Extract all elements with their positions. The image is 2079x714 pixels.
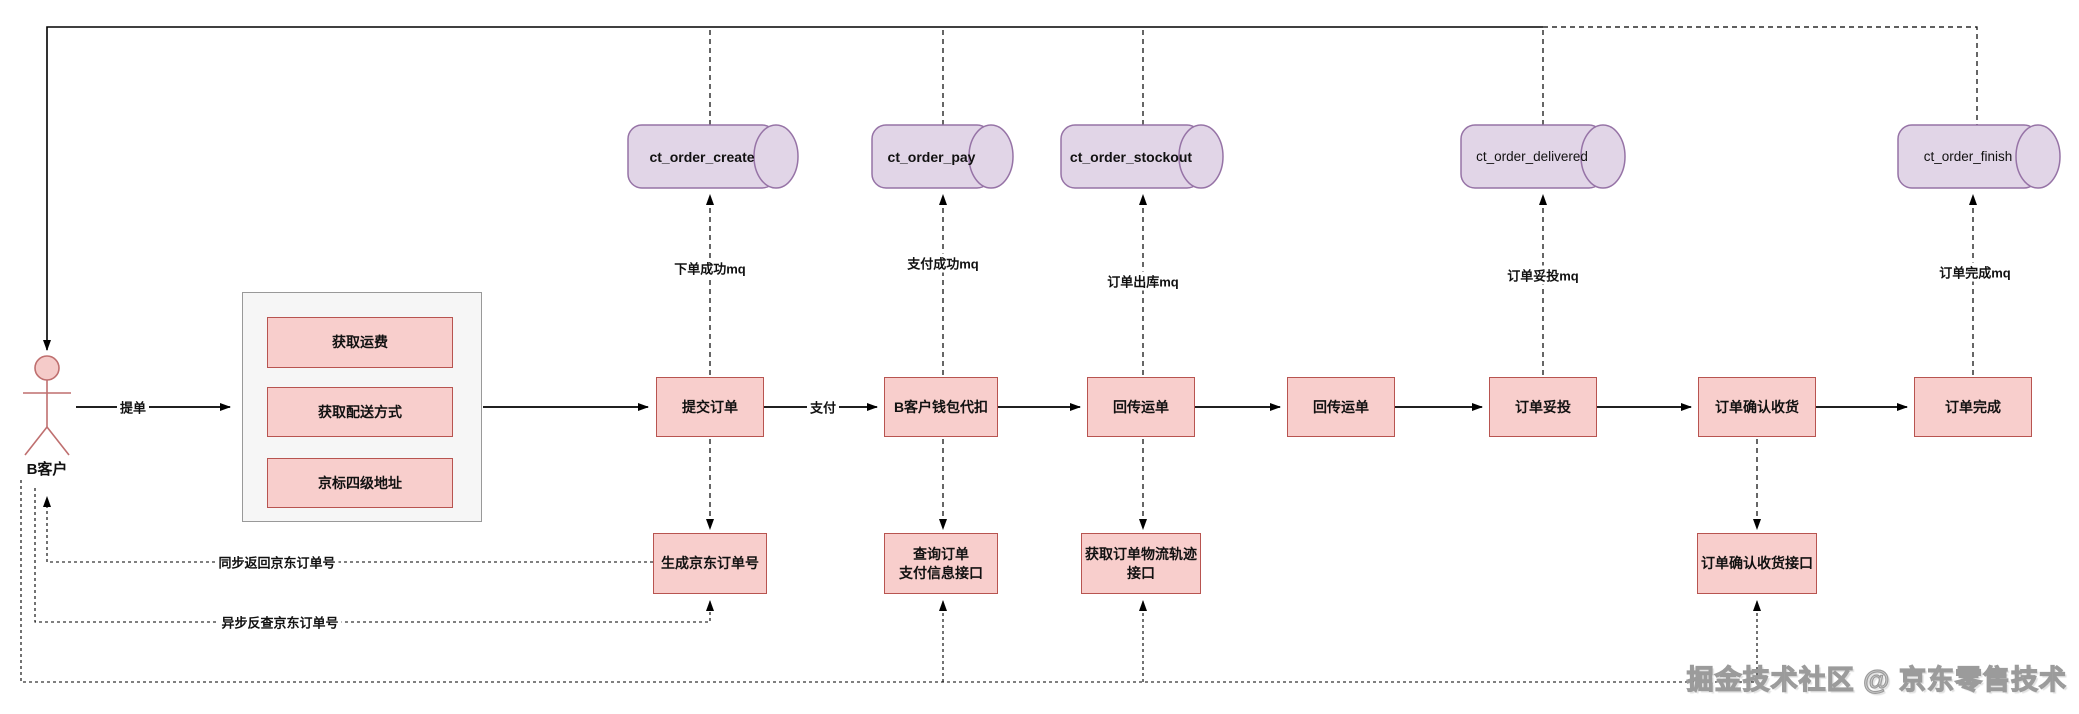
- pre-order-step-delivery: 获取配送方式: [267, 387, 453, 437]
- queue-name-create: ct_order_create: [649, 148, 755, 165]
- queue-cylinder-pay: [871, 124, 1014, 189]
- mq-label-create: 下单成功mq: [671, 258, 749, 278]
- interface-query-payment-info: 查询订单 支付信息接口: [884, 533, 998, 594]
- mq-label-delivered: 订单妥投mq: [1504, 265, 1582, 285]
- queue-name-stockout: ct_order_stockout: [1069, 148, 1193, 165]
- step-wallet-deduction: B客户钱包代扣: [884, 377, 998, 437]
- pre-order-step-freight: 获取运费: [267, 317, 453, 368]
- step-confirm-receipt: 订单确认收货: [1698, 377, 1816, 437]
- step-return-waybill-1: 回传运单: [1087, 377, 1195, 437]
- queue-cylinder-delivered: [1460, 124, 1626, 189]
- mq-feedback-line: [43, 26, 1978, 351]
- async-query-line: [34, 488, 714, 623]
- queue-cylinder-create: [627, 124, 799, 189]
- queue-cylinders: [627, 124, 2061, 189]
- interface-confirm-receipt: 订单确认收货接口: [1697, 533, 1817, 594]
- interface-drop-arrows: [706, 439, 1761, 530]
- mq-label-pay: 支付成功mq: [904, 253, 982, 273]
- step-submit-order: 提交订单: [656, 377, 764, 437]
- step-order-finished: 订单完成: [1914, 377, 2032, 437]
- edge-label-sync-return: 同步返回京东订单号: [215, 552, 339, 572]
- edge-label-submit: 提单: [116, 397, 150, 417]
- interface-logistics-track: 获取订单物流轨迹 接口: [1081, 533, 1201, 594]
- queue-top-risers: [709, 27, 1544, 125]
- actor-figure: [23, 355, 71, 456]
- interface-generate-order-no: 生成京东订单号: [653, 533, 767, 594]
- mq-publish-arrows: [706, 194, 1977, 375]
- step-return-waybill-2: 回传运单: [1287, 377, 1395, 437]
- watermark: 掘金技术社区 @ 京东零售技术: [1686, 664, 2067, 695]
- queue-name-pay: ct_order_pay: [887, 148, 976, 165]
- mq-label-stockout: 订单出库mq: [1104, 271, 1182, 291]
- step-order-delivered: 订单妥投: [1489, 377, 1597, 437]
- sync-return-line: [43, 496, 653, 563]
- queue-name-finish: ct_order_finish: [1923, 149, 2013, 164]
- mq-label-finish: 订单完成mq: [1936, 262, 2014, 282]
- bottom-query-line: [20, 480, 1761, 683]
- queue-cylinder-finish: [1897, 124, 2061, 189]
- edge-label-pay: 支付: [806, 397, 840, 417]
- pre-order-step-address: 京标四级地址: [267, 458, 453, 508]
- queue-cylinder-stockout: [1060, 124, 1224, 189]
- queue-name-delivered: ct_order_delivered: [1476, 149, 1588, 164]
- actor-label: B客户: [26, 461, 68, 478]
- edge-label-async-query: 异步反查京东订单号: [218, 612, 342, 632]
